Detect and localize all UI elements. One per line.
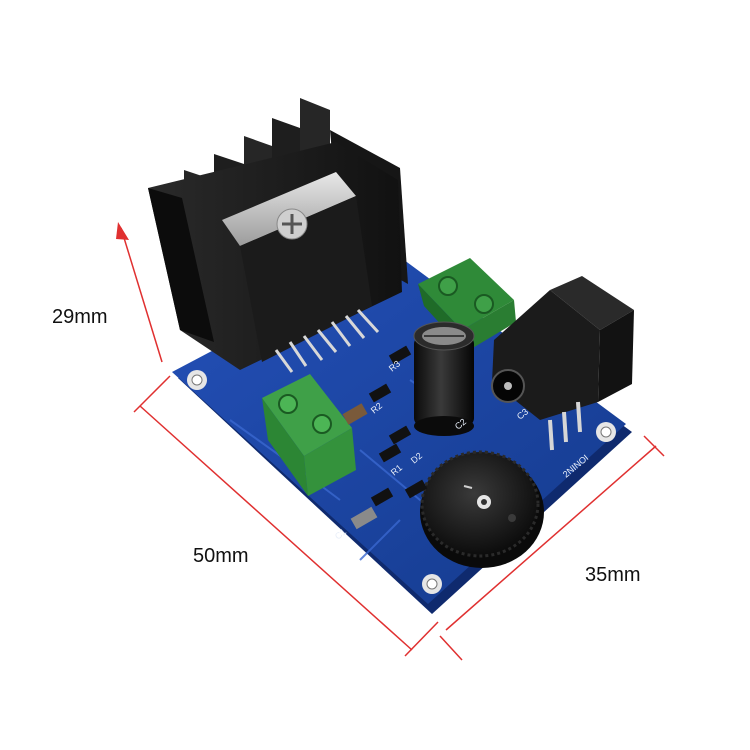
length-dimension-label: 50mm [193,545,249,567]
terminal-block-output [262,374,356,496]
height-dimension-label: 29mm [52,306,108,328]
terminal-screw [278,394,298,414]
terminal-screw [474,294,494,314]
width-dimension-label: 35mm [585,564,641,586]
terminal-screw [312,414,332,434]
potentiometer-knob [420,450,544,568]
electrolytic-capacitor [413,321,475,436]
smd-components [342,345,428,530]
height-arrowhead [116,222,129,240]
height-dimension-line [120,227,163,363]
length-dimension-line [139,405,413,651]
dimension-lines [116,222,665,661]
width-dimension-line [445,445,657,631]
dc-power-jack [491,276,634,420]
header-pins [548,401,582,451]
amplifier-chip [222,172,380,373]
terminal-screw [438,276,458,296]
